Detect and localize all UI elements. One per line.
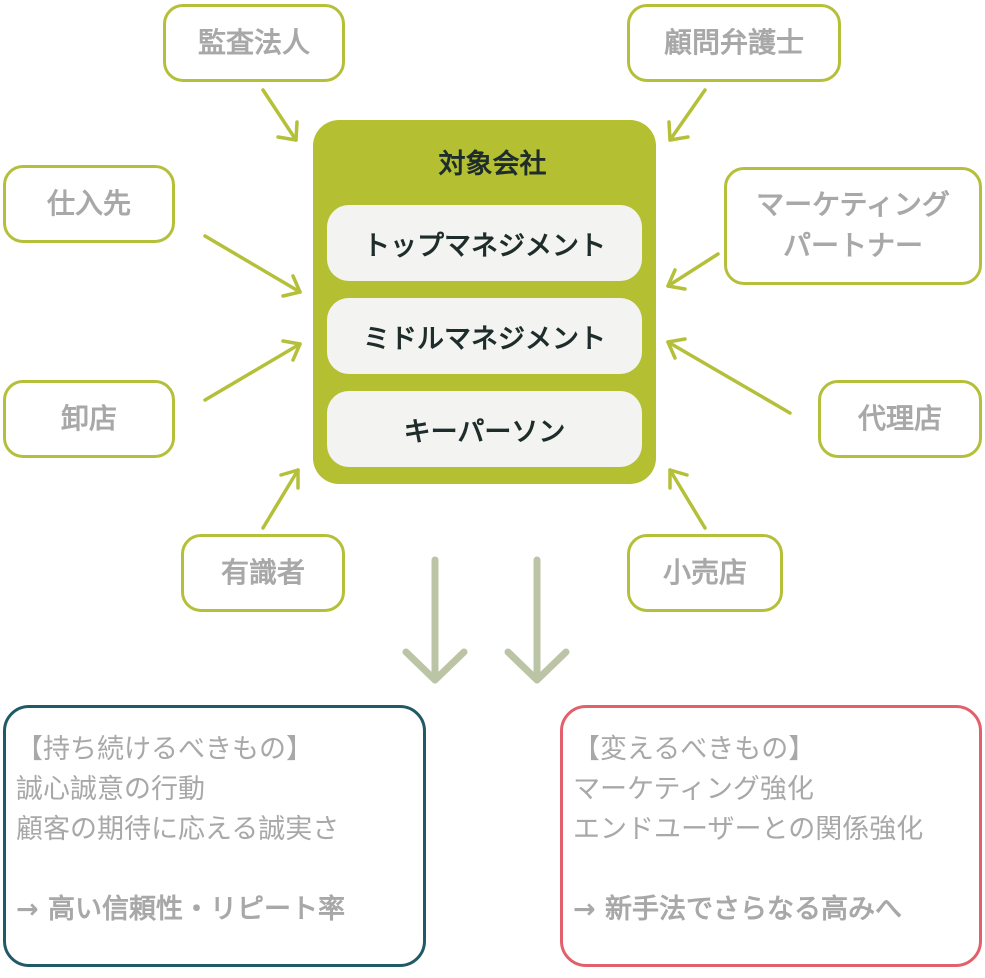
stakeholder-label: 有識者 [220, 555, 305, 589]
stakeholder-label: パートナー [782, 229, 923, 262]
arrow-marketing-partner [666, 252, 720, 291]
tier-key-person: キーパーソン [327, 391, 642, 467]
arrow-supplier [203, 234, 302, 298]
change-item: マーケティング強化 [573, 774, 814, 805]
change-conclusion: → 新手法でさらなる高みへ [573, 894, 903, 925]
keep-conclusion: → 高い信頼性・リピート率 [16, 894, 346, 925]
stakeholder-marketing-partner: マーケティング パートナー [724, 167, 982, 285]
stakeholder-label: 小売店 [662, 555, 747, 589]
stakeholder-expert: 有識者 [181, 534, 345, 612]
stakeholder-legal-advisor: 顧問弁護士 [627, 4, 841, 82]
arrow-legal-advisor [667, 88, 707, 142]
stakeholder-agency: 代理店 [818, 380, 982, 458]
change-box: 【変えるべきもの】 マーケティング強化 エンドユーザーとの関係強化 → 新手法で… [560, 705, 982, 967]
arrow-wholesaler [203, 339, 302, 402]
arrow-retailer [668, 468, 707, 530]
stakeholder-label: 卸店 [60, 401, 117, 435]
tier-top-management: トップマネジメント [327, 205, 642, 281]
keep-box: 【持ち続けるべきもの】 誠心誠意の行動 顧客の期待に応える誠実さ → 高い信頼性… [3, 705, 426, 967]
stakeholder-label: 仕入先 [46, 186, 131, 220]
stakeholder-label: 監査法人 [197, 25, 310, 59]
stakeholder-supplier: 仕入先 [3, 165, 175, 243]
tier-middle-management: ミドルマネジメント [327, 298, 642, 374]
down-arrow-right [504, 556, 570, 684]
stakeholder-label: 代理店 [857, 401, 942, 435]
change-heading: 【変えるべきもの】 [573, 734, 816, 765]
stakeholder-label: マーケティング [756, 188, 950, 222]
stakeholder-wholesaler: 卸店 [3, 380, 175, 458]
arrow-auditor [261, 88, 299, 142]
down-arrow-left [402, 556, 468, 684]
keep-heading: 【持ち続けるべきもの】 [16, 734, 313, 765]
keep-item: 顧客の期待に応える誠実さ [16, 814, 340, 845]
keep-item: 誠心誠意の行動 [16, 774, 205, 805]
change-item: エンドユーザーとの関係強化 [573, 814, 924, 845]
stakeholder-auditor: 監査法人 [163, 4, 345, 82]
stakeholder-label: 顧問弁護士 [663, 25, 804, 59]
arrow-agency [666, 337, 792, 415]
company-title: 対象会社 [438, 149, 547, 180]
arrow-expert [261, 468, 300, 530]
stakeholder-retailer: 小売店 [627, 534, 783, 612]
